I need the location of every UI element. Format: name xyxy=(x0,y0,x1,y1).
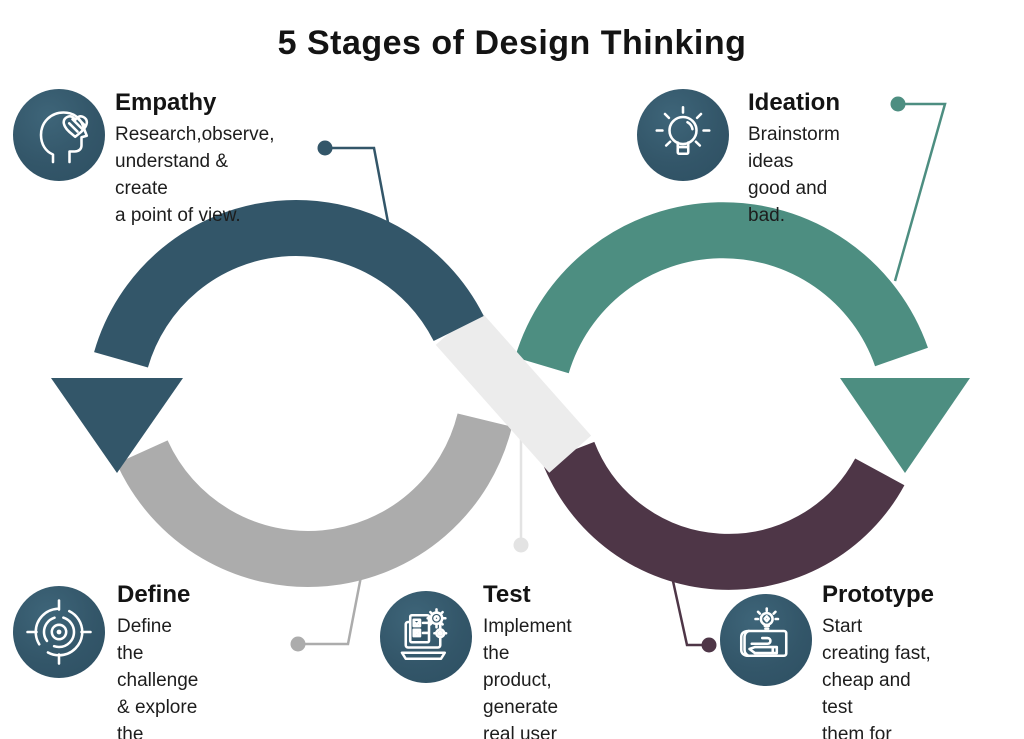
connector-dots xyxy=(290,96,906,653)
define-icon-circle xyxy=(13,586,105,678)
arc-prototype xyxy=(542,441,905,590)
loop-segments xyxy=(94,199,928,590)
stage-description-line: a point of view. xyxy=(115,205,241,226)
prototype-text-block: Prototype Start creating fast, cheap and… xyxy=(822,581,934,739)
stage-description-line: them for problems. xyxy=(822,724,892,739)
stage-description-line: understand & create xyxy=(115,151,229,199)
connector-dot-ideation xyxy=(890,96,906,112)
empathy-icon-circle xyxy=(13,89,105,181)
band-test-crossing xyxy=(435,307,592,473)
page-title: 5 Stages of Design Thinking xyxy=(277,24,747,62)
stage-description-line: real user data. xyxy=(483,724,557,739)
prototype-icon-circle xyxy=(720,594,812,686)
arrowhead-left xyxy=(51,378,183,473)
connector-dot-define xyxy=(290,636,306,652)
stage-description-line: cheap and test xyxy=(822,670,911,718)
head-with-heart-icon xyxy=(39,111,89,164)
test-text-block: Test Implement the product, generate rea… xyxy=(483,581,572,739)
blueprint-pencil-icon xyxy=(739,607,788,658)
stage-description-line: good and bad. xyxy=(748,178,828,226)
define-text-block: Define Define the challenge & explore th… xyxy=(117,581,198,739)
arc-empathy xyxy=(94,199,484,368)
target-maze-icon xyxy=(26,599,92,665)
arc-ideation xyxy=(515,202,928,374)
stage-description-line: product, generate xyxy=(483,670,559,718)
stage-description-line: Research,observe, xyxy=(115,124,275,145)
connector-dot-empathy xyxy=(317,140,333,156)
lightbulb-icon xyxy=(655,105,711,156)
stage-title: Ideation xyxy=(748,89,841,116)
arrowhead-right xyxy=(840,378,970,473)
stage-description-line: & explore the xyxy=(117,697,198,739)
stage-title: Empathy xyxy=(115,89,217,116)
stage-description-line: Implement the xyxy=(483,616,572,664)
connector-dot-prototype xyxy=(701,637,717,653)
ideation-text-block: Ideation Brainstorm ideas good and bad. xyxy=(748,89,840,229)
stage-title: Prototype xyxy=(822,581,935,608)
stage-title: Define xyxy=(117,581,191,608)
laptop-checklist-icon xyxy=(400,608,448,661)
empathy-text-block: Empathy Research,observe, understand & c… xyxy=(115,89,274,229)
stage-description-line: Start creating fast, xyxy=(822,616,931,664)
stage-title: Test xyxy=(483,581,531,608)
stage-description-line: Brainstorm ideas xyxy=(748,124,840,172)
connector-empathy xyxy=(325,146,392,234)
connector-ideation xyxy=(893,102,947,282)
arc-define xyxy=(116,413,512,587)
connector-define xyxy=(298,565,365,646)
test-icon-circle xyxy=(380,591,472,683)
stage-description-line: Define the challenge xyxy=(117,616,199,691)
connector-dot-test xyxy=(513,537,529,553)
ideation-icon-circle xyxy=(637,89,729,181)
